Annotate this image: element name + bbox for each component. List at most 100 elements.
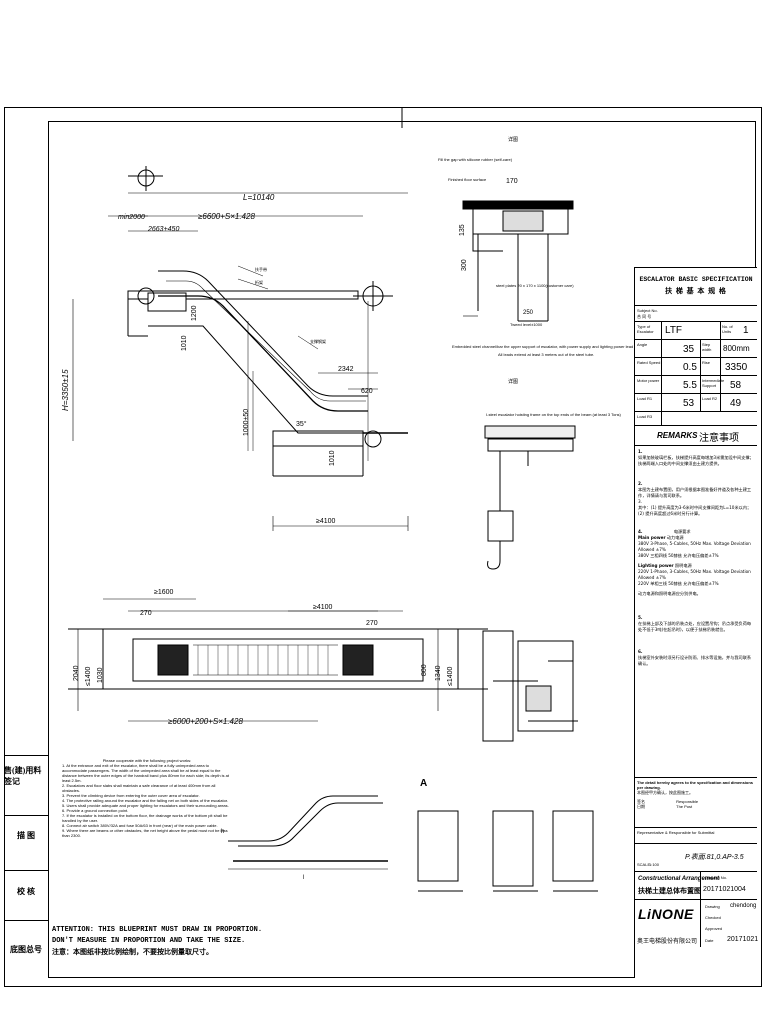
dim-1010b: 1010: [329, 450, 336, 466]
dim-rise-a: 1010: [181, 335, 188, 351]
main-power-label: Main power: [638, 535, 666, 540]
spec-dist-value: 58: [730, 380, 742, 391]
plan-view: [68, 598, 488, 722]
note-1: 1. At the entrance and exit of the escal…: [62, 763, 229, 783]
scale-label: SCALE: [637, 862, 651, 867]
spec-row-speed: Rated Speed 0.5 Rise 3350: [635, 357, 757, 375]
approval-cn: 本图经甲方确认，按此图施工。: [637, 790, 693, 795]
spec-dist-label: Intermediate Support: [702, 378, 725, 388]
label-handrail: 扶手带: [255, 266, 267, 272]
spec-subject-label: Subject No.: [637, 308, 658, 313]
detail-hoist-note: I-steel escalator hoisting frame on the …: [486, 412, 622, 417]
approval-text: The detail hereby agrees to the specific…: [637, 780, 754, 790]
detail-level: Tweed level±1000: [510, 322, 543, 327]
spec-speed-label: Rated Speed: [637, 360, 661, 365]
remark-3-text: 其中：(1) 提升高度为3-6米时中间支撑间距为L=10米以内；(2) 提升高度…: [638, 505, 752, 516]
main-drawing: L=10140 ≥6600+S×1.428 2663+450 min2000 H…: [61, 136, 633, 892]
remark-1-text: 如果加装玻璃栏板，扶梯提升高度每增加3米需加设中间支撑；扶梯两端入口处的中间支撑…: [638, 455, 754, 466]
bottom-label-l: l: [303, 875, 304, 881]
power-note: 动力电源和照明电源应分别供电。: [638, 591, 701, 596]
note-5: 5. Users shall provide adequate and prop…: [62, 803, 229, 808]
drawing-no-row: P.表面.81,0.AP-3.5 SCALE 1:100: [635, 843, 757, 871]
frame-ticks: [401, 107, 403, 128]
strip-cell-4: 底图总号: [4, 920, 48, 978]
note-6: 6. Provide a ground connection point.: [62, 808, 129, 813]
dim-angle: 35°: [296, 420, 307, 428]
spec-subject-cn: 合 同 号: [637, 314, 652, 319]
spec-load1-value: 53: [683, 398, 695, 409]
section-label-a: A: [420, 778, 427, 789]
dim-overall-length: L=10140: [243, 193, 275, 202]
spec-row-subject: Subject No. 合 同 号: [635, 305, 757, 321]
notes-header: Please cooperate with the following proj…: [102, 758, 192, 763]
remark-4-num: 4.: [638, 529, 643, 534]
warning-line-2: DON'T MEASURE IN PROPORTION AND TAKE THE…: [52, 937, 246, 945]
dim-min-top: min2000: [118, 214, 145, 221]
remarks-en: REMARKS: [657, 431, 698, 440]
spec-power-value: 5.5: [683, 380, 697, 391]
spec-load2-label: Load R2: [702, 396, 718, 401]
spec-load1-label: Load R1: [637, 396, 653, 401]
rep-row: Representative & Responsible for Submitt…: [635, 827, 757, 843]
remarks-body: 1. 如果加装玻璃栏板，扶梯提升高度每增加3米需加设中间支撑；扶梯两端入口处的中…: [635, 445, 757, 755]
spec-speed-value: 0.5: [683, 362, 697, 373]
spec-rise-label: Rise: [702, 360, 711, 365]
dim-bottom-4100: ≥4100: [316, 518, 336, 525]
dim-plan-800: 800: [421, 664, 428, 676]
date-value: 20171021: [727, 936, 759, 943]
note-8: 8. Connect air switch 380V/32A and fuse …: [62, 823, 218, 828]
drawn-label: Drawing: [705, 904, 720, 909]
dim-620: 620: [361, 388, 373, 395]
spec-power-label: Motor power: [637, 378, 660, 383]
project-title-en: Constructional Arrangement: [638, 876, 720, 882]
spec-angle-label: Angle: [637, 342, 648, 347]
drawn-value: chendong: [730, 903, 757, 909]
detail-hoist: [484, 425, 576, 570]
detail-section-right: [482, 630, 578, 742]
warning-block: ATTENTION: THIS BLUEPRINT MUST DRAW IN P…: [52, 925, 312, 958]
note-3: 3. Prevent the climbing device from ente…: [62, 793, 200, 798]
detail-lead-note: All leads extend at least 3 meters out o…: [498, 352, 594, 357]
date-label-1: 日期: [637, 804, 645, 809]
remark-6-num: 6.: [638, 649, 643, 654]
remark-5-text: 在扶梯上部及下部的吊装点处，应设置吊钩；吊点承受负荷每处不低于3吨(在起吊时)，…: [638, 621, 752, 632]
strip-cell-3: 校 核: [4, 870, 48, 912]
dim-plan-1600: ≥1600: [154, 589, 174, 596]
date-label: Date: [705, 938, 714, 943]
approval-block: The detail hereby agrees to the specific…: [635, 777, 757, 813]
left-approval-strip: 售(建)用料签记 描 图 校 核 底图总号: [4, 755, 48, 978]
dim-plan-1030: 1030: [97, 667, 104, 683]
dim-rise-b: 1200: [191, 305, 198, 321]
approved-label: Approved: [705, 926, 723, 931]
remark-2-num: 2.: [638, 481, 643, 486]
dim-1000: 1000±50: [243, 409, 250, 436]
remark-4-title: 电源要求: [673, 529, 691, 534]
elevation-view: [72, 166, 409, 531]
note-2: 2. Escalators and floor slabs shall main…: [62, 783, 216, 793]
note-4: 4. The protective railing around the esc…: [62, 798, 229, 803]
project-no: 20171021004: [703, 886, 746, 893]
spec-load2-value: 49: [730, 398, 742, 409]
label-truss: 桁架: [255, 279, 263, 285]
remarks-cn: 注意事项: [699, 433, 739, 444]
dim-height: H=3350±15: [61, 369, 70, 411]
spec-type-label: Type of Escalator: [637, 324, 654, 334]
dim-top-landing: ≥6600+S×1.428: [198, 212, 255, 221]
company-row: LiNONE 奥王电梯股份有限公司 Drawing chendong Check…: [635, 899, 759, 947]
spec-row-load1: Load R1 53 Load R2 49: [635, 393, 757, 411]
spec-rise-value: 3350: [725, 362, 748, 373]
detail-embedded-note: Embedded steel channel/bar the upper sup…: [452, 344, 633, 349]
bottom-sections: [417, 810, 598, 892]
project-title-cn: 扶梯土建总体布置图: [638, 887, 701, 895]
detail-dim-300: 300: [461, 259, 468, 271]
detail-title-2: 详图: [508, 378, 518, 385]
remark-2-text: 本图为土建布置图，用户须根据本图准备好井道及各种土建工作，详情请与我司联系。: [638, 487, 752, 498]
detail-dim-135: 135: [459, 224, 466, 236]
responsible-label: Responsible: [676, 799, 699, 804]
spec-angle-value: 35: [683, 344, 695, 355]
spec-load3-label: Load R3: [637, 414, 653, 419]
project-no-label: Drawing No.: [705, 875, 728, 880]
remarks-header: REMARKS 注意事项: [635, 425, 757, 445]
strip-cell-2: 描 图: [4, 815, 48, 855]
spec-step-value: 800mm: [723, 344, 750, 353]
